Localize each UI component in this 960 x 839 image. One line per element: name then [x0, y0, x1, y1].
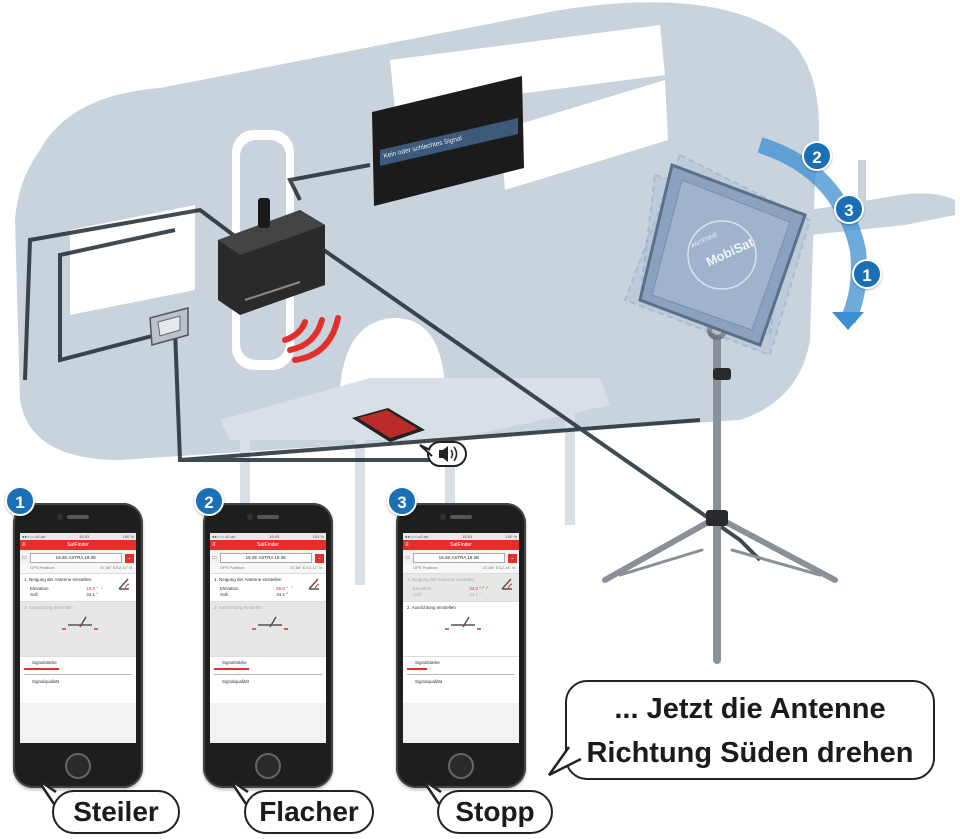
signal-quality-label: Signalqualität: [32, 679, 60, 684]
signal-strength-bar: [24, 668, 59, 670]
label-steiler: Steiler: [52, 790, 180, 834]
step-badge-1: 1: [5, 486, 35, 516]
signal-strength-bar: [214, 668, 249, 670]
tv-icon: ▭: [405, 555, 410, 561]
home-button: [255, 753, 281, 779]
steiler-bubble-tail: [36, 778, 57, 805]
rotation-arrow: [757, 137, 867, 330]
signal-strength-bar: [407, 668, 428, 670]
rotation-icon: [252, 616, 288, 630]
rotation-badge-3: 3: [834, 194, 864, 224]
rotation-icon: [62, 616, 98, 630]
satellite-select[interactable]: 19.2E ASTRA 19.2E: [219, 553, 312, 563]
step-badge-3: 3: [387, 486, 417, 516]
tilt-gauge-icon: [308, 578, 320, 590]
home-button: [448, 753, 474, 779]
chevron-down-icon[interactable]: ⌄: [508, 553, 517, 563]
tilt-gauge-icon: [501, 578, 513, 590]
arrow-up-icon: ↑: [290, 585, 294, 591]
wireless-signal-icon: [282, 315, 341, 363]
signal-quality-label: Signalqualität: [222, 679, 250, 684]
label-stopp: Stopp: [437, 790, 553, 834]
antenna-panel: MobiSat ANTENNE: [623, 153, 812, 357]
tv-icon: ▭: [212, 555, 217, 561]
chevron-down-icon[interactable]: ⌄: [315, 553, 324, 563]
main-instruction-bubble: ... Jetzt die Antenne Richtung Süden dre…: [565, 680, 935, 780]
wheel-arch: [340, 318, 445, 390]
table-top: [220, 378, 610, 440]
speaker-icon: [439, 446, 448, 462]
signal-strength-label: Signalstärke: [32, 660, 57, 665]
rotation-icon: [445, 616, 481, 630]
label-flacher: Flacher: [244, 790, 374, 834]
caravan-window-top: [390, 25, 665, 110]
step-badge-2: 2: [194, 486, 224, 516]
stopp-bubble-tail: [421, 778, 442, 805]
main-instruction-line1: ... Jetzt die Antenne: [614, 693, 886, 725]
menu-icon[interactable]: ≡: [212, 542, 216, 548]
home-button: [65, 753, 91, 779]
phone-on-table: [352, 408, 425, 442]
satellite-select[interactable]: 19.2E ASTRA 19.2E: [29, 553, 122, 563]
main-instruction-line2: Richtung Süden drehen: [586, 737, 914, 769]
rotation-badge-2: 2: [802, 141, 832, 171]
speaker-bubble: [419, 441, 467, 467]
satellite-select[interactable]: 19.2E ASTRA 19.2E: [412, 553, 505, 563]
flacher-bubble-tail: [228, 778, 249, 805]
main-bubble-tail: [547, 746, 582, 777]
menu-icon[interactable]: ≡: [405, 542, 409, 548]
caravan-window-right: [500, 80, 668, 190]
tilt-gauge-icon: [118, 578, 130, 590]
menu-icon[interactable]: ≡: [22, 542, 26, 548]
arrow-down-icon: ↓: [100, 585, 104, 591]
signal-quality-label: Signalqualität: [415, 679, 443, 684]
tv-screen: Kein oder schlechtes Signal: [372, 76, 524, 206]
tripod: [602, 336, 838, 664]
signal-strength-label: Signalstärke: [222, 660, 247, 665]
wall-socket: [149, 307, 189, 346]
satellite-receiver: [218, 198, 325, 315]
checkmark-icon: ✓✓: [481, 585, 490, 591]
signal-strength-label: Signalstärke: [415, 660, 440, 665]
rotation-badge-1: 1: [852, 259, 882, 289]
chevron-down-icon[interactable]: ⌄: [125, 553, 134, 563]
tv-icon: ▭: [22, 555, 27, 561]
